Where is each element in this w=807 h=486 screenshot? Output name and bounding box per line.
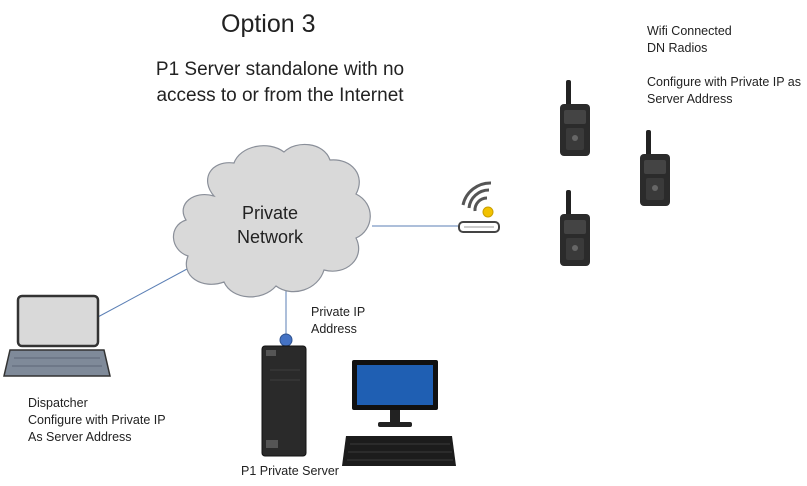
radios-label-line-3: Configure with Private IP as	[647, 75, 802, 89]
radios-label-line-1: Wifi Connected	[647, 24, 732, 38]
private-ip-label-line-1: Private IP	[311, 305, 366, 319]
dispatcher-label-line-3: As Server Address	[28, 430, 132, 444]
tower-server-icon	[261, 345, 307, 457]
private-ip-label: Private IP Address	[311, 304, 365, 338]
laptop-icon	[3, 294, 111, 377]
cloud-label-line-1: Private	[241, 203, 299, 223]
radios-label-line-2: DN Radios	[647, 41, 708, 55]
private-network-cloud-icon	[172, 143, 371, 298]
server-connection-node	[279, 333, 293, 347]
cloud-label: Private Network	[205, 201, 335, 249]
monitor-icon	[352, 360, 438, 427]
two-way-radio-icon	[560, 80, 590, 156]
diagram-subtitle: P1 Server standalone with no access to o…	[155, 59, 405, 106]
radios-label: Wifi Connected DN Radios Configure with …	[647, 23, 801, 108]
dispatcher-label: Dispatcher Configure with Private IP As …	[28, 395, 166, 446]
wifi-router-icon	[458, 181, 500, 233]
link-dispatcher-to-cloud	[95, 261, 201, 319]
keyboard-icon	[342, 436, 456, 466]
private-ip-label-line-2: Address	[311, 322, 357, 336]
two-way-radio-icon	[560, 190, 590, 266]
two-way-radio-icon	[640, 130, 670, 206]
dispatcher-label-line-2: Configure with Private IP	[28, 413, 166, 427]
cloud-label-line-2: Network	[236, 227, 303, 247]
dispatcher-label-line-1: Dispatcher	[28, 396, 88, 410]
diagram-title: Option 3	[221, 10, 316, 38]
radios-label-line-4: Server Address	[647, 92, 733, 106]
server-label: P1 Private Server	[241, 464, 339, 478]
